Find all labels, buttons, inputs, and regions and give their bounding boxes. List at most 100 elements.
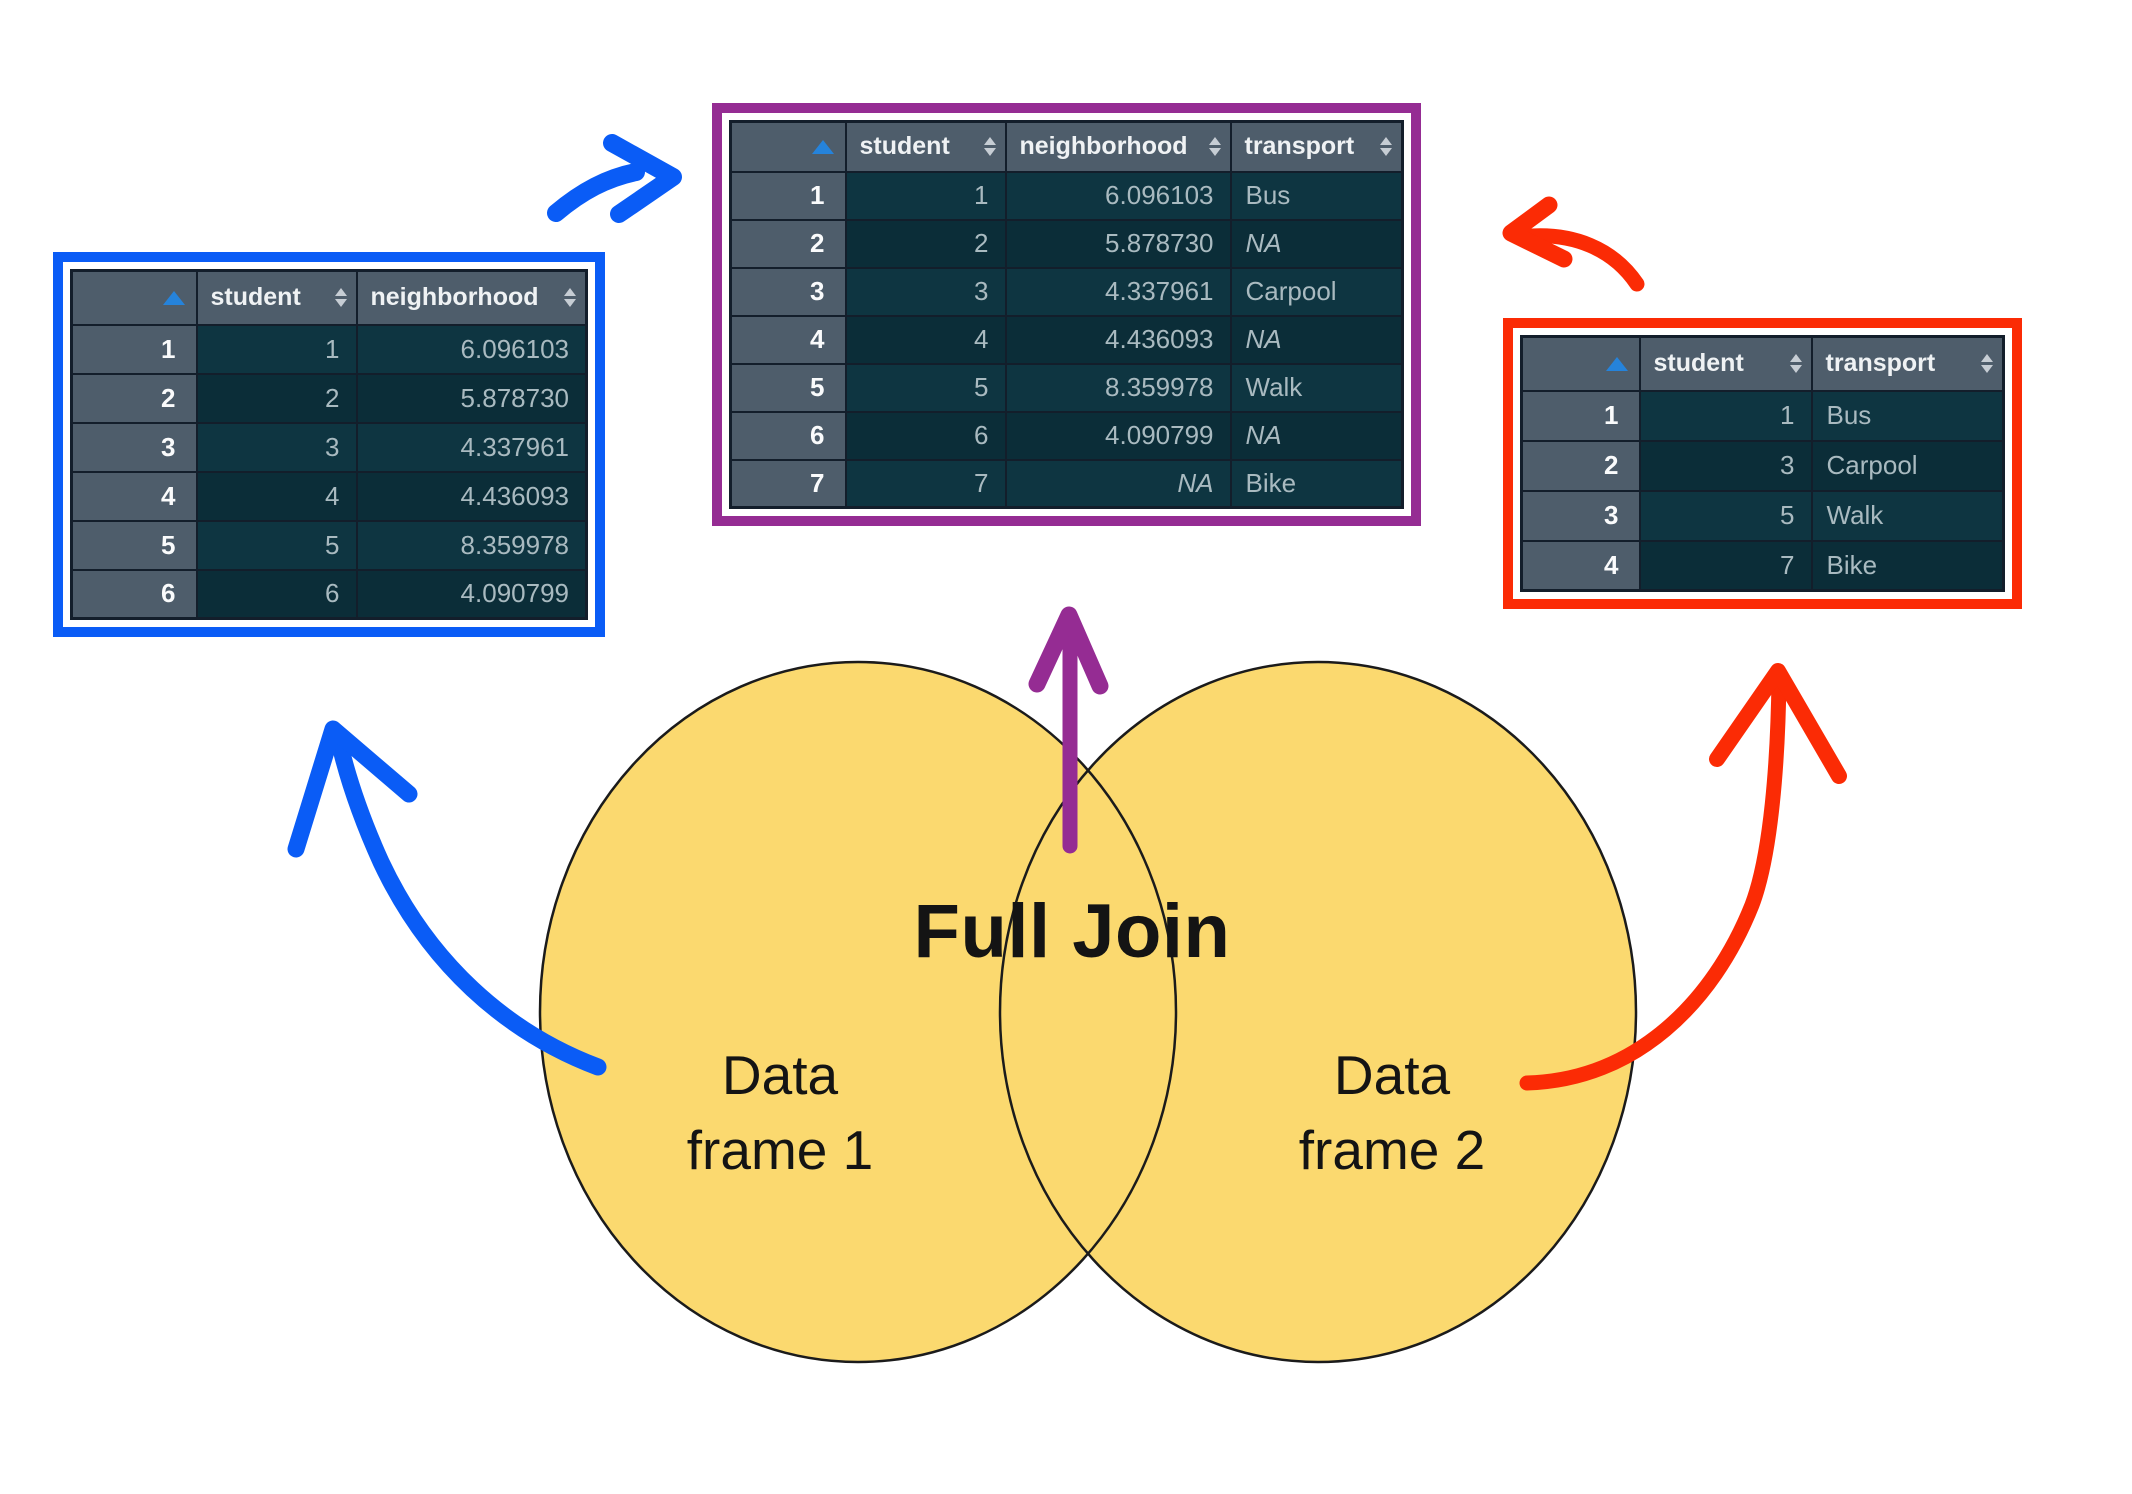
row-index-sort-header[interactable] [70,269,198,326]
data-cell: NA [1229,410,1404,461]
data-cell: 4.436093 [1004,314,1232,365]
column-header-label: neighborhood [1019,132,1188,161]
data-cell: 2 [195,372,358,424]
header-row: student neighborhood [70,269,588,326]
data-cell: Bike [1810,539,2005,592]
data-cell: 3 [1638,439,1813,492]
venn-circle-left-outline [538,660,1178,1364]
sort-icon [1981,354,1993,374]
row-number-cell: 1 [1520,389,1641,442]
data-cell: Walk [1229,362,1404,413]
data-cell: Bike [1229,458,1404,509]
sort-icon [564,288,576,308]
data-cell: 7 [1638,539,1813,592]
row-number-cell: 2 [70,372,198,424]
data-cell: 6.096103 [1004,170,1232,221]
data-cell: 5.878730 [1004,218,1232,269]
row-number-cell: 6 [70,568,198,620]
row-number-cell: 7 [729,458,847,509]
data-cell: Walk [1810,489,2005,542]
data-cell: 6 [195,568,358,620]
data-cell: 8.359978 [1004,362,1232,413]
sort-ascending-icon [811,139,834,154]
row-index-sort-header[interactable] [1520,335,1641,392]
data-cell: 5 [195,519,358,571]
row-number-cell: 1 [70,323,198,375]
column-header-neighborhood[interactable]: neighborhood [355,269,588,326]
row-index-sort-header[interactable] [729,120,847,173]
arrow-df2-table-to-joined-table [1502,196,1645,292]
arrow-head [1502,196,1573,268]
column-header-student[interactable]: student [195,269,358,326]
column-header-student[interactable]: student [1638,335,1813,392]
sort-ascending-icon [162,290,185,305]
column-header-student[interactable]: student [844,120,1007,173]
arrow-shaft [547,163,645,222]
data-cell: 4 [844,314,1007,365]
data-cell: NA [1229,314,1404,365]
arrow-df1-table-to-joined-table [547,134,682,223]
arrow-shaft [1524,228,1645,292]
column-header-neighborhood[interactable]: neighborhood [1004,120,1232,173]
data-cell: 1 [844,170,1007,221]
data-cell: 4 [195,470,358,522]
data-cell: 3 [195,421,358,473]
sort-icon [1380,137,1392,157]
data-cell: 4.436093 [355,470,588,522]
arrow-shaft [330,732,607,1076]
row-number-cell: 4 [1520,539,1641,592]
data-cell: 4.090799 [1004,410,1232,461]
venn-circle-right [1000,662,1636,1362]
venn-circle-right-outline [998,660,1638,1364]
data-cell: 8.359978 [355,519,588,571]
column-header-label: student [210,283,301,312]
arrow-head [1028,606,1109,695]
row-number-cell: 4 [729,314,847,365]
arrow-shaft [1519,670,1787,1091]
row-number-cell: 3 [70,421,198,473]
column-header-transport[interactable]: transport [1229,120,1404,173]
data-cell: 1 [1638,389,1813,442]
row-number-cell: 3 [729,266,847,317]
venn-circle-left [540,662,1176,1362]
row-number-cell: 2 [1520,439,1641,492]
row-number-cell: 2 [729,218,847,269]
arrow-head [603,134,682,223]
data-cell: 2 [844,218,1007,269]
arrow-circle1-to-df1-table [287,720,607,1076]
column-header-transport[interactable]: transport [1810,335,2005,392]
row-number-cell: 4 [70,470,198,522]
data-cell: 4.090799 [355,568,588,620]
column-header-label: neighborhood [370,283,539,312]
data-cell: 5 [844,362,1007,413]
sort-icon [334,288,347,308]
row-number-cell: 3 [1520,489,1641,542]
data-cell: NA [1004,458,1232,509]
data-cell: 3 [844,266,1007,317]
data-cell: 7 [844,458,1007,509]
data-cell: Carpool [1810,439,2005,492]
data-cell: 4.337961 [355,421,588,473]
arrow-overlap-to-joined-table [1028,606,1109,854]
header-row: student neighborhood transport [729,120,1404,173]
